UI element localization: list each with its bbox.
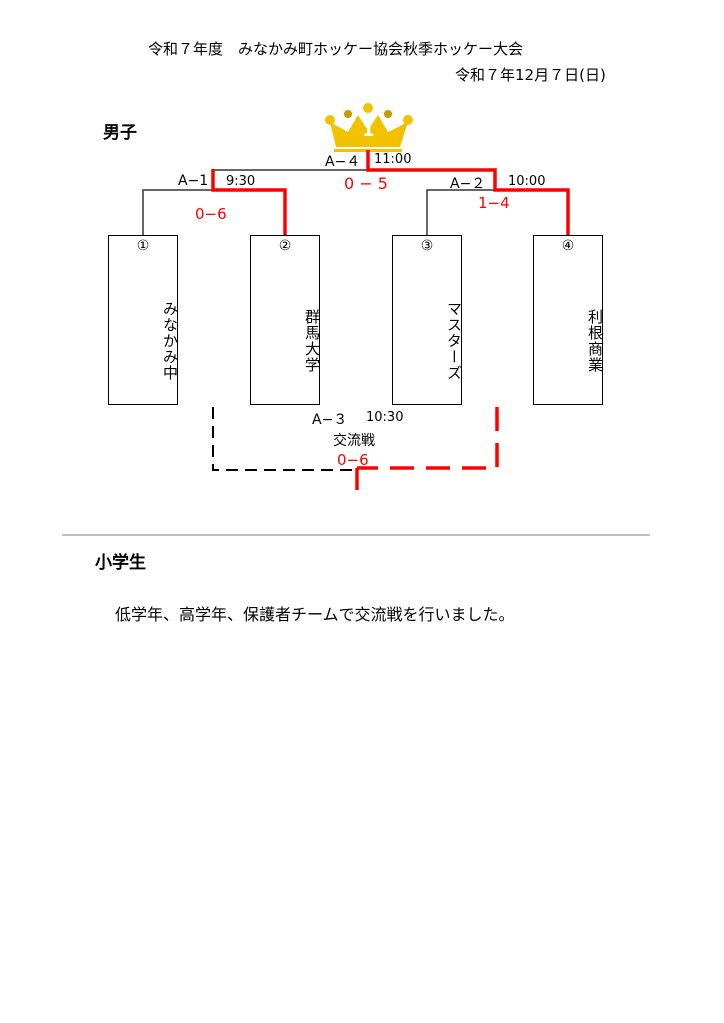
match-a4-label: A−４ [325,154,361,170]
team-number: ④ [561,238,575,254]
match-a3-note: 交流戦 [333,433,375,449]
match-a1-score: 0−6 [195,205,227,223]
team-name: 群馬大学 [303,309,321,373]
elementary-heading: 小学生 [95,553,146,573]
team-box: ② 群馬大学 [250,235,321,405]
team-name: マスターズ [445,301,463,381]
match-a3-time: 10:30 [366,410,404,425]
match-a3-score: 0−6 [337,451,369,469]
match-a1-time: 9:30 [226,174,256,189]
team-number: ③ [420,238,434,254]
match-a2-time: 10:00 [508,174,546,189]
match-a4-time: 11:00 [374,152,412,167]
team-name: 利根商業 [586,309,604,373]
team-number: ② [278,238,292,254]
document-title: 令和７年度 みなかみ町ホッケー協会秋季ホッケー大会 [148,40,524,58]
match-a2-score: 1−4 [478,194,510,212]
crown-rank: 1 [362,120,375,141]
match-a2-label: A−２ [450,176,486,192]
elementary-text: 低学年、高学年、保護者チームで交流戦を行いました。 [115,605,515,624]
boys-heading: 男子 [103,123,137,143]
team-box: ③ マスターズ [392,235,463,405]
team-number: ① [136,238,150,254]
match-a3-label: A−３ [312,412,348,428]
match-a1-label: A−1 [178,173,209,189]
match-a4-score: 0 − 5 [344,174,388,193]
event-date: 令和７年12月７日(日) [455,66,606,84]
team-name: みなかみ中 [161,301,179,381]
team-box: ④ 利根商業 [533,235,604,405]
team-box: ① みなかみ中 [108,235,179,405]
